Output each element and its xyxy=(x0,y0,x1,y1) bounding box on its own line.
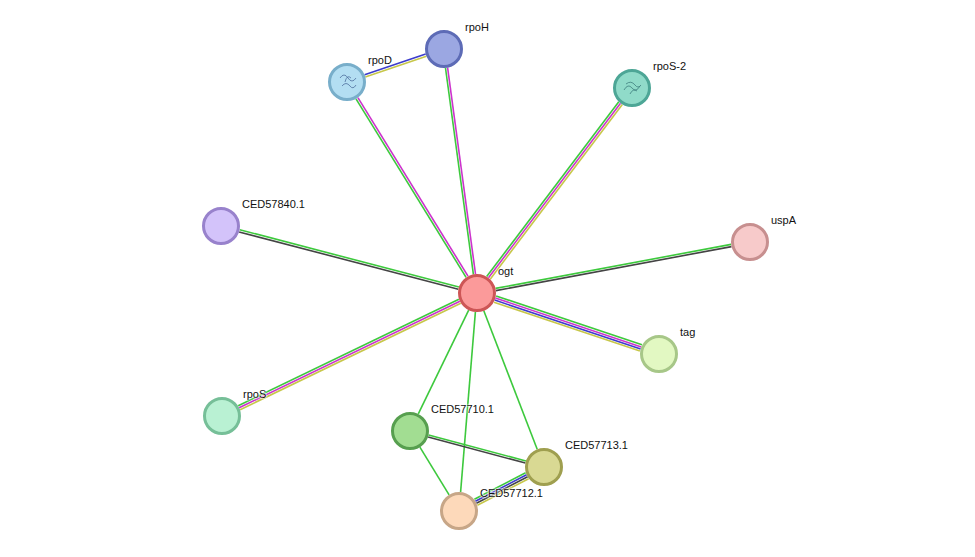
protein-node: ogt xyxy=(458,274,496,312)
interaction-edge xyxy=(496,244,732,290)
evidence-line xyxy=(495,300,641,349)
protein-label: ogt xyxy=(498,265,513,278)
evidence-line xyxy=(446,68,474,274)
protein-node: CED57710.1 xyxy=(391,412,429,450)
evidence-line xyxy=(239,301,460,407)
protein-label: rpoD xyxy=(368,54,392,67)
protein-node: CED57840.1 xyxy=(202,207,240,245)
interaction-edge xyxy=(365,54,427,77)
interaction-edge xyxy=(494,296,642,351)
evidence-line xyxy=(496,244,732,288)
protein-node: rpoS xyxy=(203,397,241,435)
protein-node: CED57712.1 xyxy=(440,492,478,530)
interaction-edge xyxy=(239,230,459,290)
interaction-edge xyxy=(420,447,449,495)
evidence-line xyxy=(365,54,426,75)
evidence-line xyxy=(495,298,641,347)
protein-node: uspA xyxy=(731,223,769,261)
protein-label: CED57840.1 xyxy=(242,198,305,211)
evidence-line xyxy=(358,98,468,277)
protein-node: CED57713.1 xyxy=(525,448,563,486)
protein-node: rpoH xyxy=(425,30,463,68)
evidence-line xyxy=(240,230,459,287)
evidence-line xyxy=(418,310,468,414)
evidence-line xyxy=(429,435,526,461)
evidence-line xyxy=(487,102,619,277)
interaction-edge xyxy=(418,310,468,414)
evidence-line xyxy=(461,312,476,492)
protein-label: CED57712.1 xyxy=(480,487,543,500)
evidence-line xyxy=(494,302,640,351)
evidence-line xyxy=(356,99,466,278)
protein-label: uspA xyxy=(771,214,796,227)
protein-node: rpoS-2 xyxy=(613,69,651,107)
interaction-edge xyxy=(487,102,623,279)
protein-label: rpoH xyxy=(465,21,489,34)
evidence-line xyxy=(496,247,732,291)
protein-label: rpoS xyxy=(243,388,266,401)
evidence-line xyxy=(484,311,537,450)
protein-node: rpoD xyxy=(328,63,366,101)
evidence-line xyxy=(420,447,449,495)
interaction-edge xyxy=(238,299,461,409)
protein-label: rpoS-2 xyxy=(653,60,686,73)
protein-label: tag xyxy=(680,326,695,339)
interaction-edge xyxy=(484,311,537,450)
interaction-edge xyxy=(461,312,476,492)
interaction-edge xyxy=(356,98,468,278)
interaction-edge xyxy=(428,435,526,463)
evidence-line xyxy=(239,232,458,289)
evidence-line xyxy=(489,103,621,278)
protein-node: tag xyxy=(640,335,678,373)
protein-label: CED57710.1 xyxy=(431,403,494,416)
protein-label: CED57713.1 xyxy=(565,439,628,452)
evidence-line xyxy=(448,68,476,274)
interaction-edge xyxy=(446,68,476,275)
evidence-line xyxy=(428,437,525,463)
evidence-line xyxy=(238,299,459,406)
evidence-line xyxy=(490,105,622,280)
evidence-line xyxy=(496,296,642,345)
